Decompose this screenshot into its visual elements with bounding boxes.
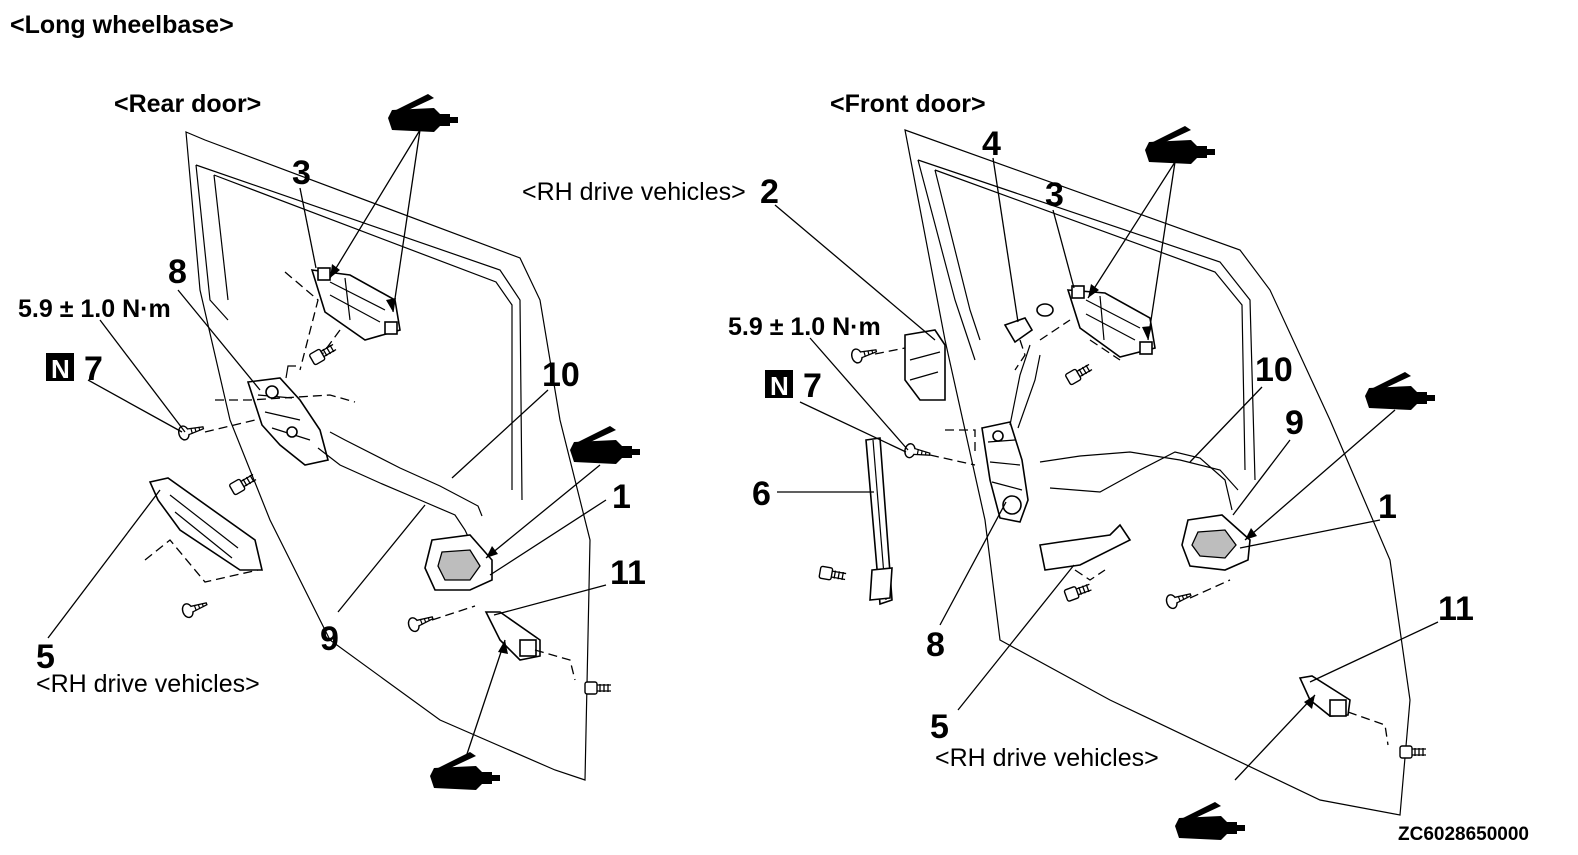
rear-door-outline bbox=[185, 131, 591, 781]
front-callout-5: 5 bbox=[930, 708, 949, 746]
rear-n-mark: N bbox=[51, 354, 70, 384]
rear-callout-1: 1 bbox=[612, 478, 631, 516]
front-callout-8: 8 bbox=[926, 626, 945, 664]
rear-torque-spec: 5.9 ± 1.0 N·m bbox=[18, 295, 171, 323]
front-rh-bracket-part bbox=[904, 329, 946, 401]
front-torque-spec: 5.9 ± 1.0 N·m bbox=[728, 313, 881, 341]
front-callout-7: 7 bbox=[803, 367, 822, 405]
front-door-lock-part bbox=[981, 421, 1029, 523]
rear-callout-10: 10 bbox=[542, 356, 580, 394]
diagram-title: <Long wheelbase> bbox=[10, 11, 234, 39]
grease-gun-icon bbox=[1365, 372, 1435, 410]
front-door-heading: <Front door> bbox=[830, 90, 986, 118]
grease-gun-icon bbox=[388, 94, 458, 132]
rear-callout-3: 3 bbox=[292, 154, 311, 192]
front-lock-actuator-part bbox=[1066, 285, 1156, 358]
front-bracket-part bbox=[1039, 523, 1132, 571]
rear-rod-10 bbox=[329, 431, 483, 517]
front-callout-6: 6 bbox=[752, 475, 771, 513]
rear-striker-part bbox=[484, 611, 541, 661]
front-rod-10 bbox=[1039, 451, 1239, 491]
rear-door-lock-part bbox=[246, 377, 329, 466]
front-callout-3: 3 bbox=[1045, 176, 1064, 214]
front-striker-part bbox=[1298, 675, 1351, 717]
front-callout-11: 11 bbox=[1438, 590, 1474, 628]
front-callout-10: 10 bbox=[1255, 351, 1293, 389]
grease-gun-icon bbox=[1145, 126, 1215, 164]
figure-code: ZC6028650000 bbox=[1398, 824, 1529, 845]
rear-door-section: <Rear door> bbox=[18, 90, 646, 790]
grease-gun-icon bbox=[1175, 802, 1245, 840]
grease-gun-icon bbox=[430, 752, 500, 790]
front-callout-9: 9 bbox=[1285, 404, 1304, 442]
rear-callout-7: 7 bbox=[84, 350, 103, 388]
front-callout-4: 4 bbox=[982, 125, 1001, 163]
front-callout-1: 1 bbox=[1378, 488, 1397, 526]
grease-gun-icon bbox=[570, 426, 640, 464]
front-n-mark: N bbox=[770, 371, 789, 401]
front-rod-9 bbox=[1049, 451, 1233, 511]
front-rh-drive-note-bottom: <RH drive vehicles> bbox=[935, 744, 1159, 772]
rear-callout-8: 8 bbox=[168, 253, 187, 291]
rear-bracket-part bbox=[148, 477, 264, 571]
rear-door-heading: <Rear door> bbox=[114, 90, 261, 118]
front-inside-handle-part bbox=[1181, 514, 1251, 571]
front-window-channel-part bbox=[865, 437, 893, 606]
rear-callout-9: 9 bbox=[320, 620, 339, 658]
rear-callout-5: 5 bbox=[36, 638, 55, 676]
front-door-outline bbox=[904, 129, 1411, 816]
rear-inside-handle-part bbox=[424, 534, 493, 591]
rear-rod-9 bbox=[317, 447, 473, 546]
front-callout-2: 2 bbox=[760, 173, 779, 211]
front-door-section: <Front door> bbox=[522, 90, 1474, 840]
rear-callout-11: 11 bbox=[610, 554, 646, 592]
rear-rh-drive-note: <RH drive vehicles> bbox=[36, 670, 260, 698]
rear-lock-actuator-part bbox=[310, 267, 401, 341]
front-rh-drive-note-top: <RH drive vehicles> bbox=[522, 178, 746, 206]
